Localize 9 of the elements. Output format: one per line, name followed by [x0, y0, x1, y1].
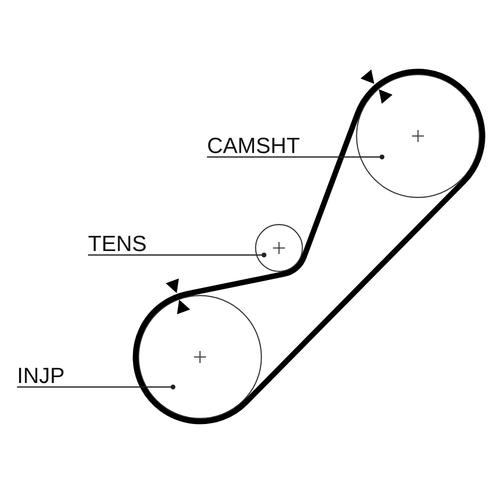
leader-line: [207, 154, 384, 160]
pulley: [138, 295, 262, 419]
leader-line: [88, 252, 266, 258]
pulley: [356, 74, 480, 198]
pulley: [255, 224, 303, 272]
part-label: CAMSHT: [207, 135, 300, 157]
leader-line: [17, 384, 176, 390]
part-label: TENS: [88, 233, 147, 255]
part-label: INJP: [17, 365, 65, 387]
